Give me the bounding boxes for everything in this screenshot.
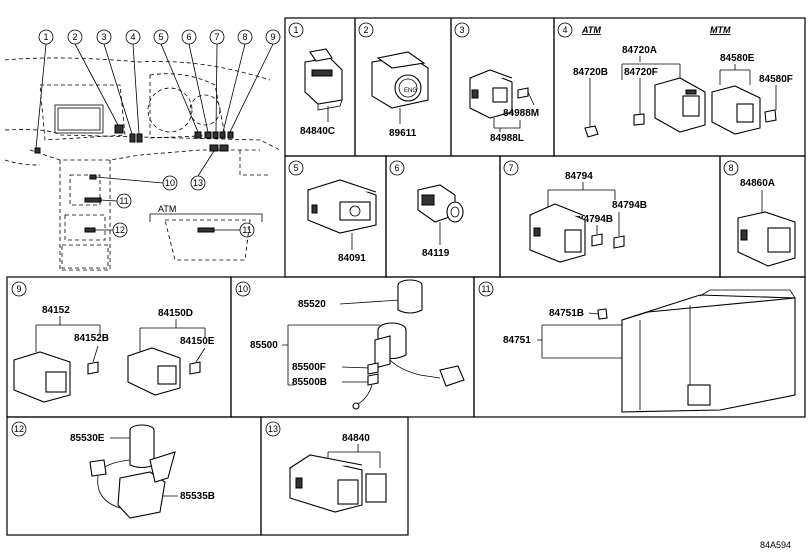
part-number: 89611 <box>389 128 417 139</box>
part-number: 84840 <box>342 433 370 444</box>
panel-number: 12 <box>14 424 24 434</box>
callout-label: 11 <box>242 225 251 235</box>
part-number: 84840C <box>300 126 335 137</box>
panel-number: 10 <box>238 284 248 294</box>
part-number: 84580F <box>759 74 793 85</box>
part-number: 84720F <box>624 67 658 78</box>
part-84091: 84091 <box>307 179 377 264</box>
panel-number: 1 <box>293 25 298 35</box>
panel-number: 7 <box>508 163 513 173</box>
part-84720-84580: ATM MTM 84720A 84720B 84720F 84580E 8458… <box>573 25 793 138</box>
callout-label: 3 <box>101 32 106 42</box>
part-number: 84988M <box>503 108 539 119</box>
callout-label: 4 <box>130 32 135 42</box>
part-number: 84580E <box>720 53 755 64</box>
panel-number: 6 <box>394 163 399 173</box>
part-number: 84119 <box>422 248 450 259</box>
part-number: 84720B <box>573 67 608 78</box>
callout-label: 13 <box>193 178 203 188</box>
svg-text:ENG: ENG <box>404 88 417 94</box>
callout-label: 9 <box>270 32 275 42</box>
part-number: 84751B <box>549 308 584 319</box>
part-89611: ENG 89611 <box>371 51 429 139</box>
part-84152-84150: 84152 84152B 84150D 84150E <box>13 305 215 403</box>
part-number: 84751 <box>503 335 531 346</box>
part-84840C: 84840C <box>300 48 343 137</box>
part-number: 84720A <box>622 45 657 56</box>
part-number: 84794 <box>565 171 593 182</box>
panel-numbers: 1 2 3 4 5 6 7 8 9 10 11 12 13 <box>11 22 739 437</box>
part-84751: 84751B 84751 <box>503 289 796 413</box>
part-number: 85500F <box>292 362 326 373</box>
part-number: 85520 <box>298 299 326 310</box>
callout-label: 1 <box>43 32 48 42</box>
part-number: 85535B <box>180 491 215 502</box>
callout-label: 5 <box>158 32 163 42</box>
callout-label: 6 <box>186 32 191 42</box>
part-84988: 84988M 84988L <box>469 69 539 144</box>
part-84794: 84794 84794B 84794B <box>529 171 647 263</box>
part-number: 84988L <box>490 133 524 144</box>
part-number: 84150E <box>180 336 215 347</box>
part-number: 84091 <box>338 253 366 264</box>
part-85530E-85535B: 85530E 85535B <box>70 424 215 519</box>
mtm-header: MTM <box>710 25 731 35</box>
panel-number: 13 <box>268 424 278 434</box>
panel-number: 3 <box>459 25 464 35</box>
panel-13 <box>260 416 409 536</box>
panel-number: 11 <box>481 284 490 294</box>
panel-11 <box>473 276 806 418</box>
part-84860A: 84860A <box>737 178 796 267</box>
panel-number: 9 <box>16 284 21 294</box>
part-number: 84860A <box>740 178 775 189</box>
atm-inset-label: ATM <box>158 204 176 214</box>
panel-number: 5 <box>293 163 298 173</box>
diagram-code: 84A594 <box>760 540 791 550</box>
part-number: 84794B <box>612 200 647 211</box>
part-number: 85530E <box>70 433 105 444</box>
panel-number: 2 <box>363 25 368 35</box>
callout-label: 10 <box>165 178 175 188</box>
part-number: 84152 <box>42 305 70 316</box>
part-number: 84152B <box>74 333 109 344</box>
panel-number: 4 <box>562 25 567 35</box>
callout-label: 12 <box>115 225 125 235</box>
part-number: 84794B <box>578 214 613 225</box>
callout-label: 7 <box>214 32 219 42</box>
callout-label: 11 <box>119 196 128 206</box>
callout-label: 2 <box>72 32 77 42</box>
atm-header: ATM <box>581 25 601 35</box>
part-85520-85500: 85520 85500 85500F 85500B <box>250 279 465 410</box>
overview-dashboard: 1 2 3 4 5 6 7 8 9 10 11 12 13 11 ATM <box>4 29 281 271</box>
part-84840: 84840 <box>289 433 387 513</box>
part-84119: 84119 <box>417 184 464 259</box>
panel-number: 8 <box>728 163 733 173</box>
callout-label: 8 <box>242 32 247 42</box>
part-number: 85500 <box>250 340 278 351</box>
part-number: 84150D <box>158 308 193 319</box>
part-number: 85500B <box>292 377 327 388</box>
